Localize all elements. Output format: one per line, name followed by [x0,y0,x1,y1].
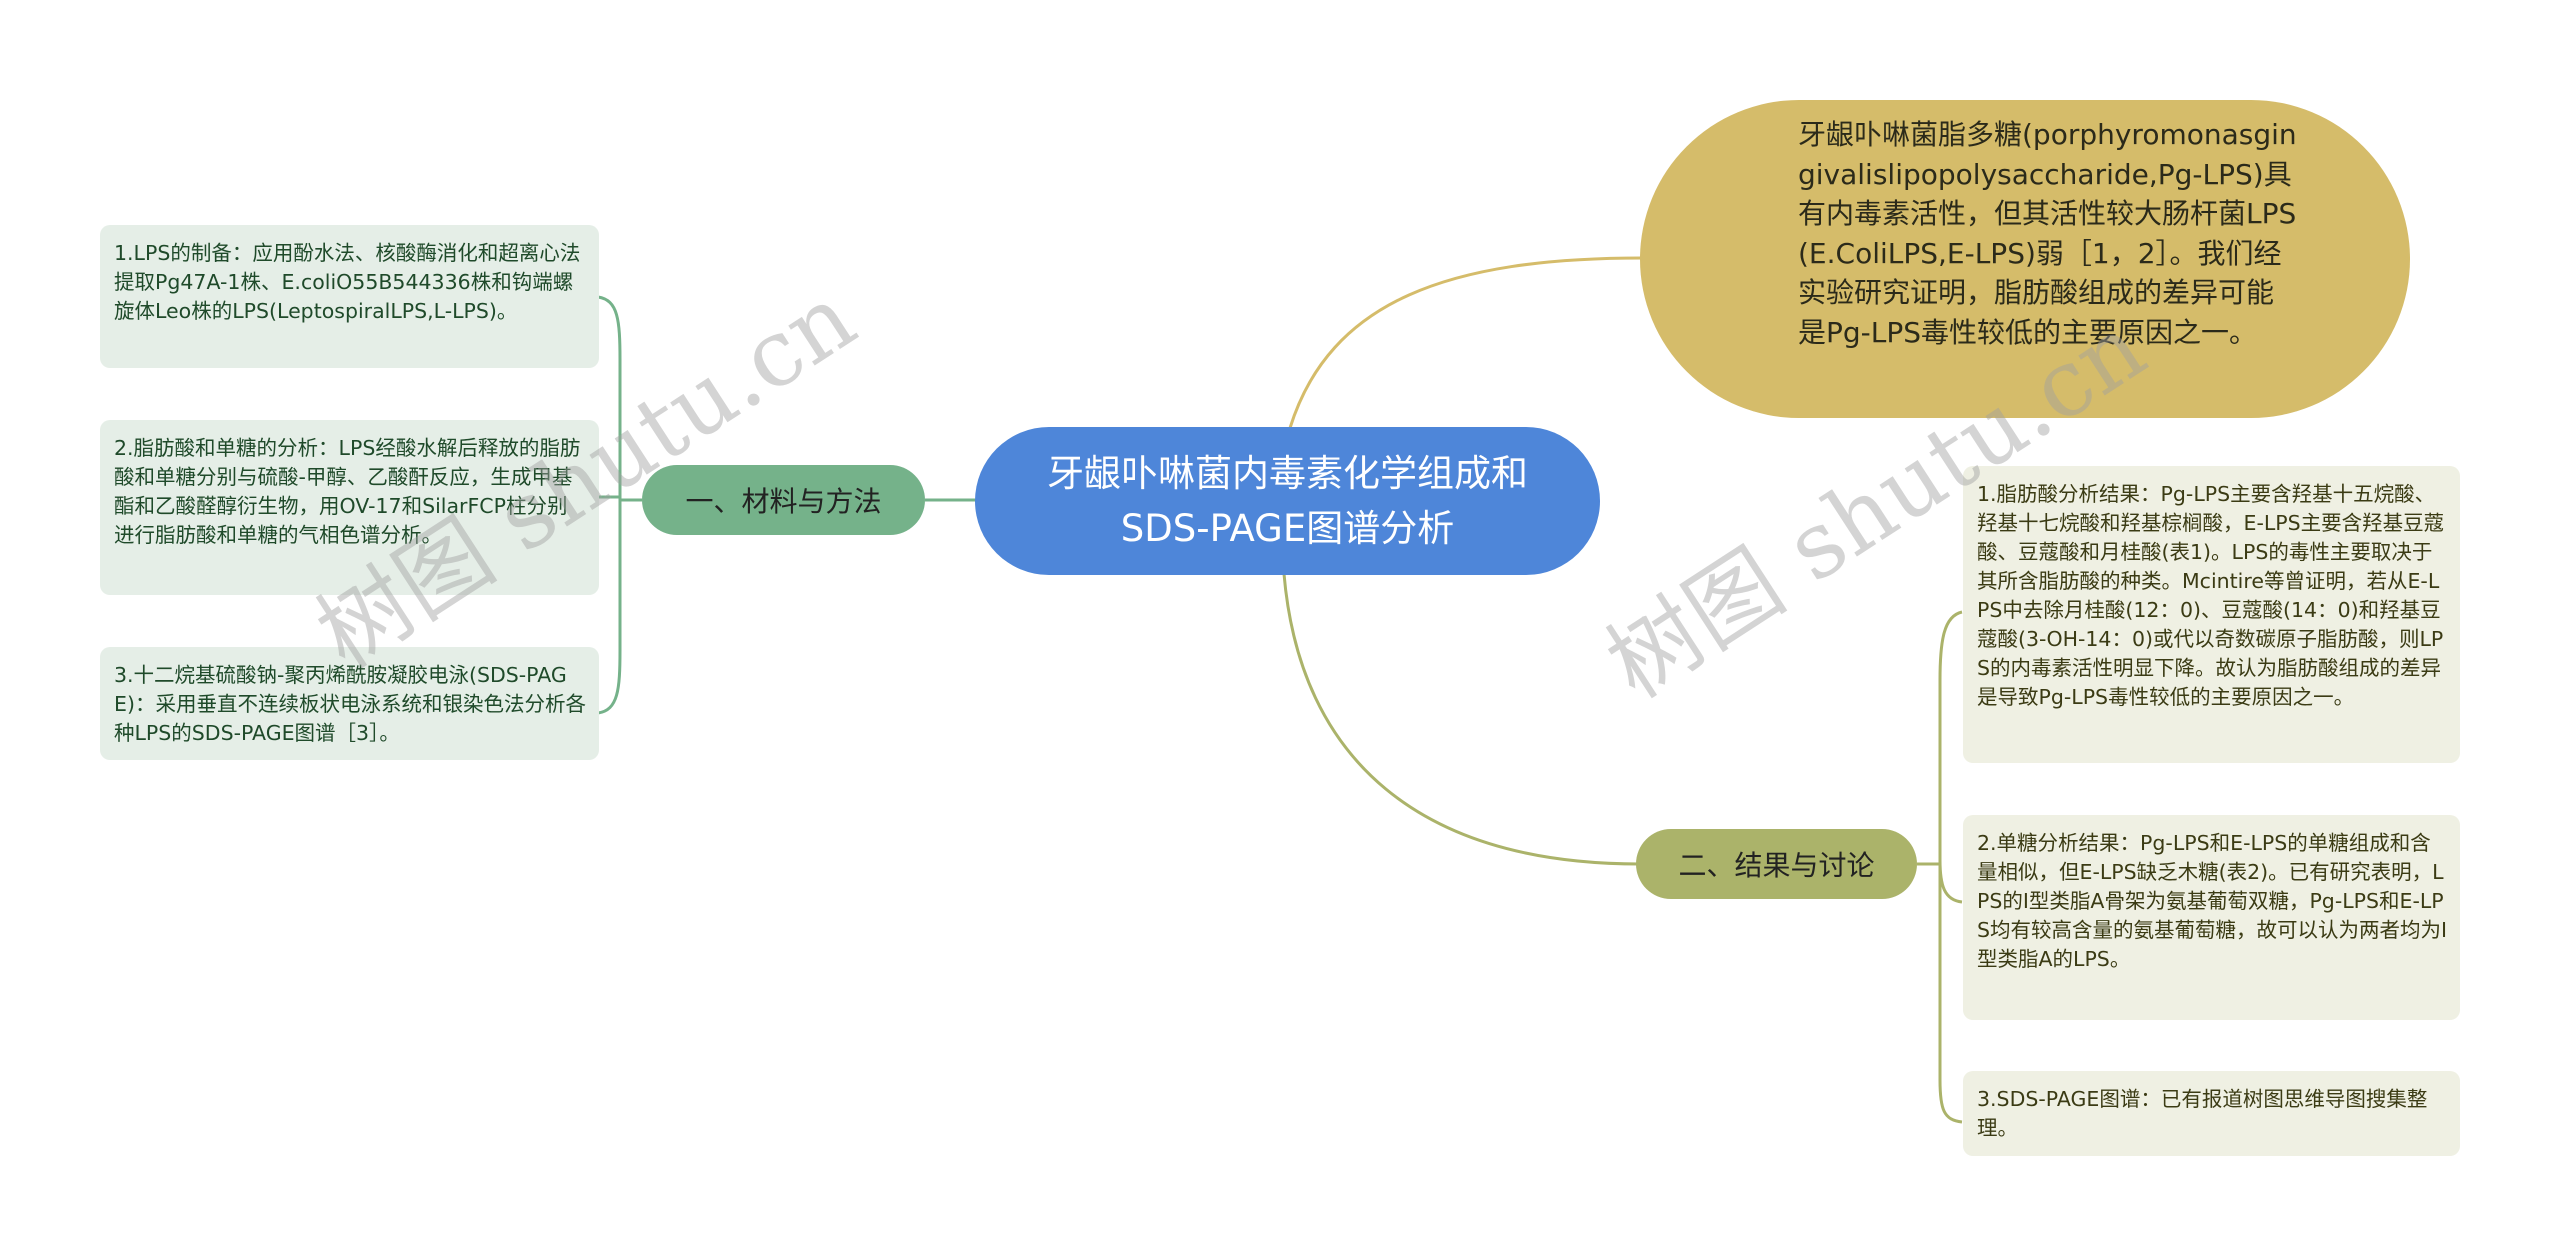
summary-topic-text: 牙龈卟啉菌脂多糖(porphyromonasgingivalislipopoly… [1798,118,2297,349]
methods-item-fatty-acid-analysis[interactable]: 2.脂肪酸和单糖的分析：LPS经酸水解后释放的脂肪酸和单糖分别与硫酸-甲醇、乙酸… [100,420,599,595]
leaf-text: 3.SDS-PAGE图谱：已有报道树图思维导图搜集整理。 [1977,1087,2428,1140]
results-item-sds-page[interactable]: 3.SDS-PAGE图谱：已有报道树图思维导图搜集整理。 [1963,1071,2460,1156]
methods-item-lps-preparation[interactable]: 1.LPS的制备：应用酚水法、核酸酶消化和超离心法提取Pg47A-1株、E.co… [100,225,599,368]
summary-topic[interactable]: 牙龈卟啉菌脂多糖(porphyromonasgingivalislipopoly… [1640,100,2410,418]
leaf-text: 1.脂肪酸分析结果：Pg-LPS主要含羟基十五烷酸、羟基十七烷酸和羟基棕榈酸，E… [1977,482,2445,709]
root-topic[interactable]: 牙龈卟啉菌内毒素化学组成和SDS-PAGE图谱分析 [975,427,1600,575]
leaf-text: 2.脂肪酸和单糖的分析：LPS经酸水解后释放的脂肪酸和单糖分别与硫酸-甲醇、乙酸… [114,436,581,547]
leaf-text: 3.十二烷基硫酸钠-聚丙烯酰胺凝胶电泳(SDS-PAGE)：采用垂直不连续板状电… [114,663,586,745]
results-item-fatty-acid[interactable]: 1.脂肪酸分析结果：Pg-LPS主要含羟基十五烷酸、羟基十七烷酸和羟基棕榈酸，E… [1963,466,2460,763]
methods-item-sds-page[interactable]: 3.十二烷基硫酸钠-聚丙烯酰胺凝胶电泳(SDS-PAGE)：采用垂直不连续板状电… [100,647,599,760]
leaf-text: 1.LPS的制备：应用酚水法、核酸酶消化和超离心法提取Pg47A-1株、E.co… [114,241,581,323]
leaf-text: 2.单糖分析结果：Pg-LPS和E-LPS的单糖组成和含量相似，但E-LPS缺乏… [1977,831,2448,971]
results-item-monosaccharide[interactable]: 2.单糖分析结果：Pg-LPS和E-LPS的单糖组成和含量相似，但E-LPS缺乏… [1963,815,2460,1020]
branch-methods-label: 一、材料与方法 [685,485,882,518]
branch-results[interactable]: 二、结果与讨论 [1636,829,1917,899]
branch-results-label: 二、结果与讨论 [1678,849,1875,882]
branch-methods[interactable]: 一、材料与方法 [642,465,925,535]
root-topic-label: 牙龈卟啉菌内毒素化学组成和SDS-PAGE图谱分析 [1047,452,1528,550]
